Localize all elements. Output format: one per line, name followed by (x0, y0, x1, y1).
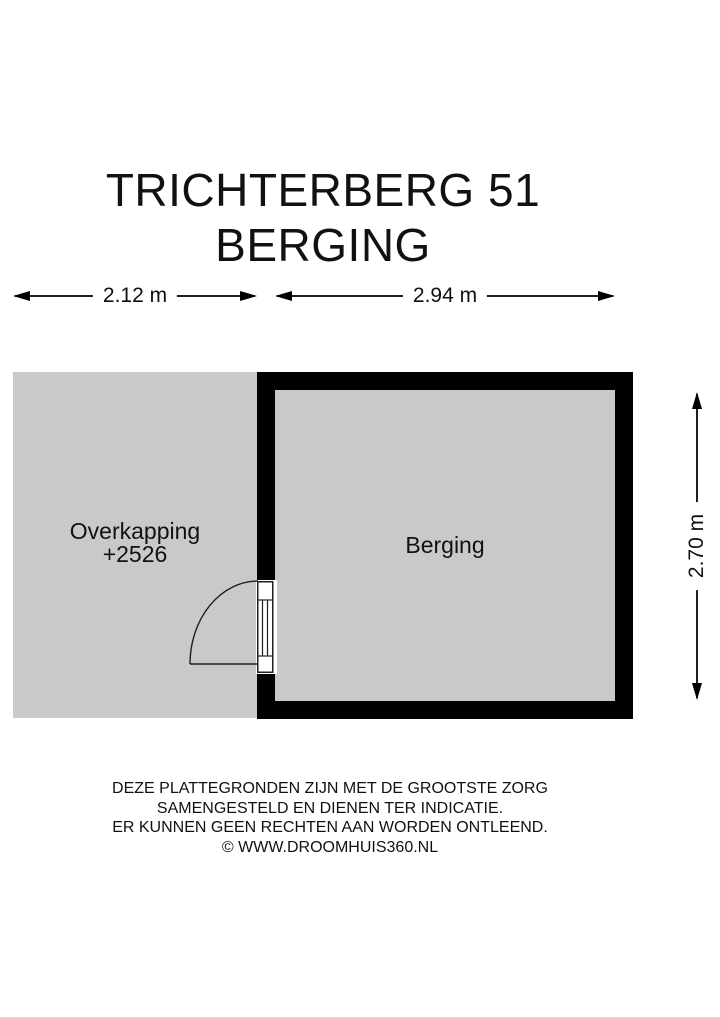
dimension-label: 2.94 m (402, 284, 488, 308)
title-line-address: TRICHTERBERG 51 (105, 164, 541, 216)
dimension-label: 2.12 m (92, 284, 178, 308)
disclaimer-line-1: DEZE PLATTEGRONDEN ZIJN MET DE GROOTSTE … (112, 780, 548, 797)
arrow-right-icon (240, 291, 257, 301)
title-line-room: BERGING (215, 219, 431, 271)
room-berging-label: Berging (405, 532, 485, 558)
arrow-up-icon (692, 392, 702, 409)
copyright-line: © WWW.DROOMHUIS360.NL (221, 838, 439, 856)
disclaimer-line-2: SAMENGESTELD EN DIENEN TER INDICATIE. (156, 799, 504, 817)
room-name: Overkapping (69, 518, 201, 544)
dimension-overkapping-width: 2.12 m (13, 284, 257, 308)
room-overkapping-label: Overkapping +2526 (13, 520, 257, 566)
elevation-label: +2526 (102, 541, 168, 567)
disclaimer-line-3: ER KUNNEN GEEN RECHTEN AAN WORDEN ONTLEE… (112, 819, 548, 836)
door-swing-arc-icon (189, 580, 259, 665)
page-title: TRICHTERBERG 51 BERGING (13, 163, 633, 273)
room-overkapping: Overkapping +2526 (13, 372, 257, 718)
door-leaf-icon (257, 581, 274, 673)
arrow-left-icon (13, 291, 30, 301)
disclaimer: DEZE PLATTEGRONDEN ZIJN MET DE GROOTSTE … (13, 779, 647, 857)
dimension-berging-width: 2.94 m (275, 284, 615, 308)
arrow-down-icon (692, 683, 702, 700)
dimension-berging-height: 2.70 m (685, 392, 709, 700)
room-berging: Berging (257, 372, 633, 719)
arrow-right-icon (598, 291, 615, 301)
arrow-left-icon (275, 291, 292, 301)
